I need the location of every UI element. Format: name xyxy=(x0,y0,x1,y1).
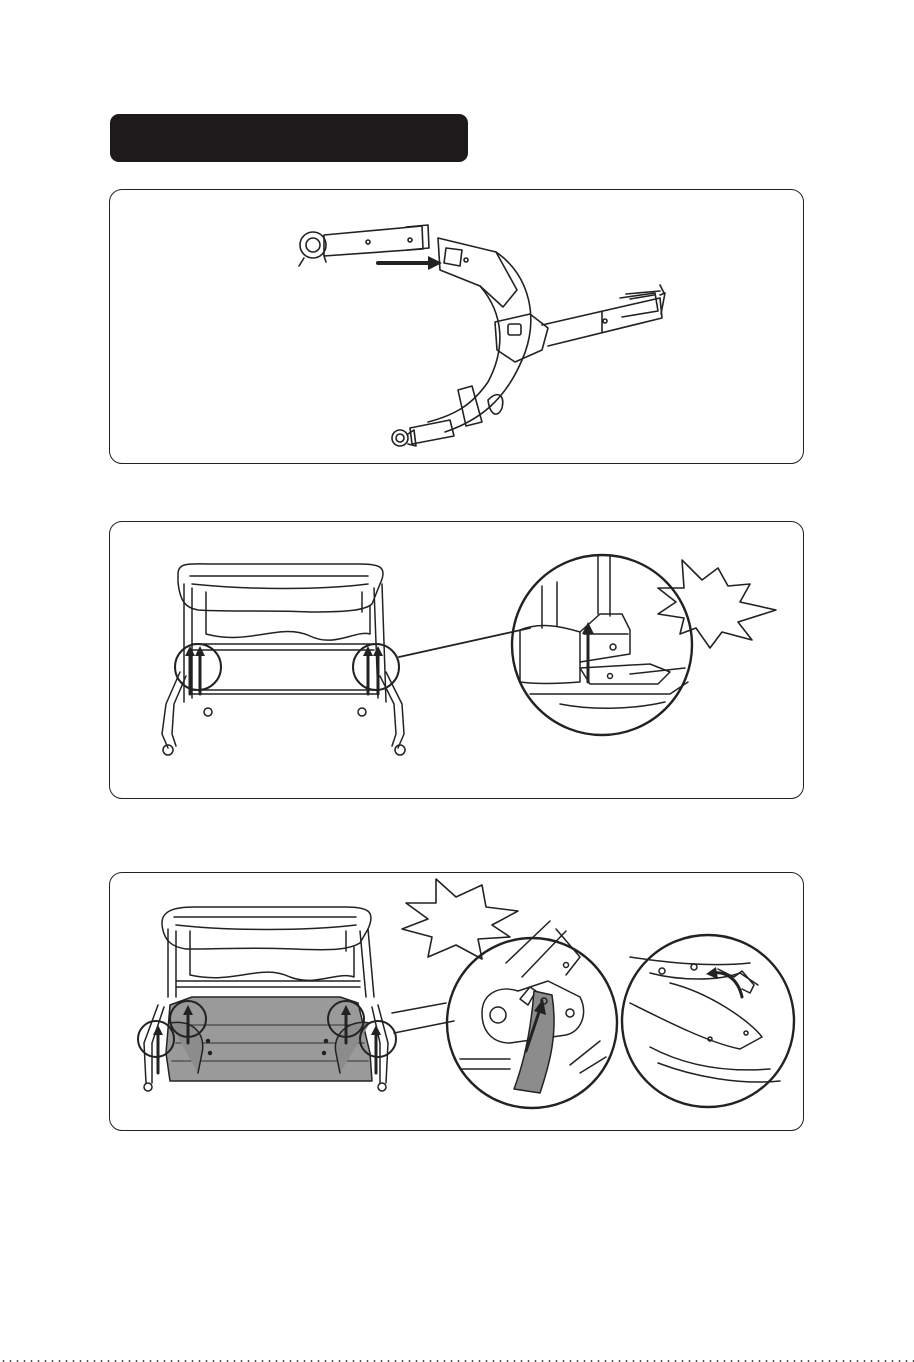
step-1-panel xyxy=(109,189,804,464)
arrow-right-icon xyxy=(378,256,442,270)
arc-main-outer xyxy=(445,252,531,432)
bassinet-base-illustration xyxy=(110,873,803,1130)
canopy-arc-illustration xyxy=(110,190,803,463)
bassinet-top xyxy=(162,907,371,950)
left-hub-icon xyxy=(299,232,326,266)
lower-knob xyxy=(458,386,482,426)
zoom-detail-circle-1 xyxy=(447,921,617,1108)
click-burst-icon xyxy=(658,560,776,648)
zoom-detail-circle xyxy=(512,555,692,735)
step-3-panel xyxy=(109,872,804,1131)
step-2-panel xyxy=(109,521,804,799)
center-hub xyxy=(495,314,548,362)
click-burst-icon xyxy=(402,879,518,959)
zoom-detail-circle-2 xyxy=(622,935,794,1107)
section-title-bar xyxy=(110,114,468,162)
arrow-up-icon xyxy=(190,654,378,694)
bassinet-leg-illustration xyxy=(110,522,803,798)
